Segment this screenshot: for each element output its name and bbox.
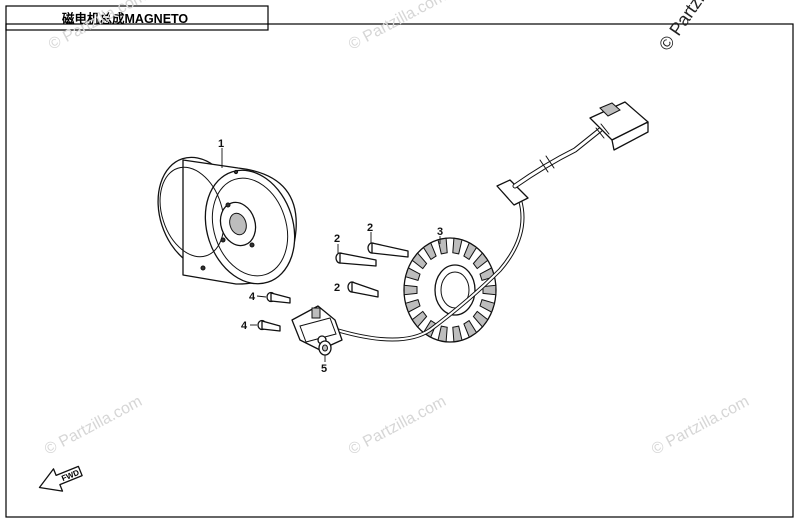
stator-tooth [404, 267, 421, 282]
bolt-upper-part [367, 242, 409, 258]
watermark: © Partzilla.com [346, 0, 449, 54]
stator-tooth [411, 252, 428, 270]
stator-tooth [404, 298, 421, 313]
stator-tooth [422, 242, 437, 261]
corner-watermark: © Partzilla.com [655, 0, 741, 54]
callout-screw-lower: 4 [241, 320, 248, 332]
bolt-middle-part [335, 252, 377, 267]
callout-screw-upper: 4 [249, 291, 256, 303]
watermark: © Partzilla.com [346, 393, 449, 459]
stator-tooth [472, 252, 489, 270]
watermark: © Partzilla.com [46, 0, 149, 54]
screw-upper-part [266, 291, 291, 304]
stator-tooth [403, 284, 418, 296]
harness-connector [589, 101, 649, 151]
wire-harness [328, 127, 603, 342]
stator-tooth [463, 319, 478, 338]
pickup-bracket [291, 305, 343, 351]
callout-bolt-upper: 2 [367, 222, 373, 234]
bolt-lower-part [347, 281, 379, 298]
fwd-direction-arrow: FWD [38, 465, 83, 492]
grommet-part [318, 340, 332, 356]
stator-tooth [472, 310, 489, 328]
stator-tooth [452, 325, 463, 343]
callout-bolt-middle: 2 [334, 233, 340, 245]
stator-tooth [463, 242, 478, 261]
diagram-title: 磁电机总成MAGNETO [61, 11, 188, 26]
callout-stator: 3 [437, 226, 443, 238]
flywheel-part [157, 148, 297, 285]
stator-part [403, 237, 497, 343]
stator-tooth [452, 237, 463, 255]
stator-tooth [411, 310, 428, 328]
diagram-frame [5, 23, 794, 518]
screw-lower-part [257, 319, 281, 332]
callout-bolt-lower: 2 [334, 282, 340, 294]
watermark-group: © Partzilla.com © Partzilla.com © Partzi… [42, 0, 752, 459]
watermark: © Partzilla.com [42, 393, 145, 459]
title-box [5, 5, 269, 31]
callout-grommet: 5 [321, 363, 327, 375]
callout-flywheel: 1 [218, 138, 224, 150]
watermark: © Partzilla.com [649, 393, 752, 459]
stator-tooth [482, 284, 497, 296]
stator-tooth [479, 298, 496, 313]
stator-tooth [437, 325, 448, 343]
